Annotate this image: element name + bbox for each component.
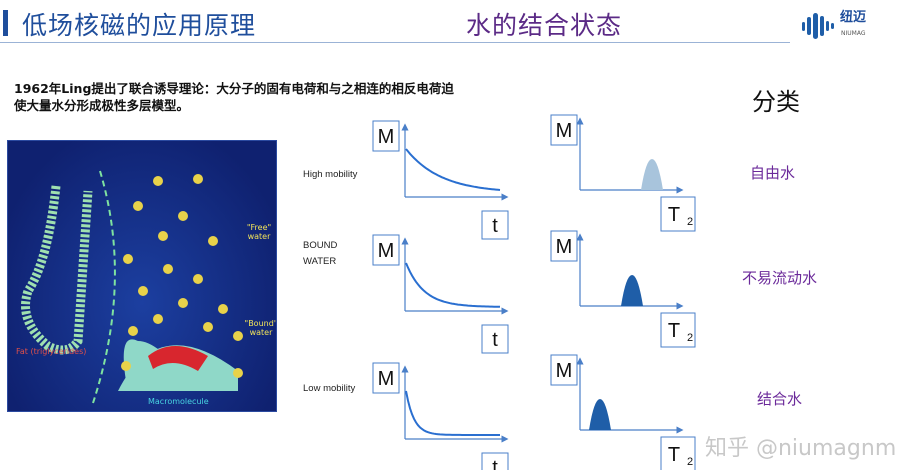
x-axis-label-box: t [481,452,509,470]
bound-water-label: "Bound" water [244,319,277,337]
x-axis-label-box-text: t [492,329,498,351]
y-axis-label-box: M [550,230,578,262]
y-axis-label-box: M [550,114,578,146]
page-title: 低场核磁的应用原理 [22,11,257,40]
decay-curve [405,262,501,308]
y-axis-label-box-text: M [556,360,573,382]
logo-text: 纽迈 [840,10,867,25]
decay-curve [405,390,500,436]
y-axis-label-box: M [372,234,400,266]
free-water-label: "Free" water [246,223,272,241]
y-axis-label-box-text: M [556,120,573,142]
category-bound-water: 结合水 [757,390,803,408]
t2-peak [589,399,611,430]
t2-peak [641,159,663,190]
row-label-low-mobility: Low mobility [303,383,356,394]
y-axis-label-box-text: M [378,240,395,262]
water-model-illustration: "Free" water "Bound" water Fat (triglyce… [7,140,277,412]
t2-axis-label-box-text: T [668,444,680,466]
category-immobile-water: 不易流动水 [742,269,818,287]
header-divider [0,42,790,43]
y-axis-label-box: M [372,120,400,152]
fat-label: Fat (triglycerides) [16,347,87,356]
title-accent-bar [3,10,8,36]
y-axis-label-box: M [372,362,400,394]
t2-axis-label-box-subscript: 2 [687,456,693,468]
row-label-bound-water: BOUND WATER [303,240,338,267]
decay-curve [405,148,501,191]
category-free-water: 自由水 [750,164,796,182]
x-axis-label-box-text: t [492,215,498,237]
page-subtitle: 水的结合状态 [466,11,623,40]
t2-axis-label-box-subscript: 2 [687,332,693,344]
molecule-graphic [21,170,243,404]
t2-peak [621,275,643,306]
niumag-logo-icon [802,13,834,39]
x-axis-label-box: t [481,210,509,240]
intro-text: 1962年Ling提出了联合诱导理论：大分子的固有电荷和与之相连的相反电荷迫使大… [14,81,454,113]
y-axis-label-box-text: M [378,368,395,390]
x-axis-label-box-text: t [492,457,498,470]
t2-axis-label-box-subscript: 2 [687,216,693,228]
macromolecule-label: Macromolecule [148,397,209,406]
row-label-high-mobility: High mobility [303,169,358,180]
classification-title: 分类 [752,88,800,116]
y-axis-label-box-text: M [556,236,573,258]
t2-axis-label-box-text: T [668,320,680,342]
y-axis-label-box: M [550,354,578,386]
t2-axis-label-box-text: T [668,204,680,226]
watermark: 知乎 @niumagnmr [705,436,898,461]
y-axis-label-box-text: M [378,126,395,148]
x-axis-label-box: t [481,324,509,354]
logo-subtext: NIUMAG [841,30,866,37]
